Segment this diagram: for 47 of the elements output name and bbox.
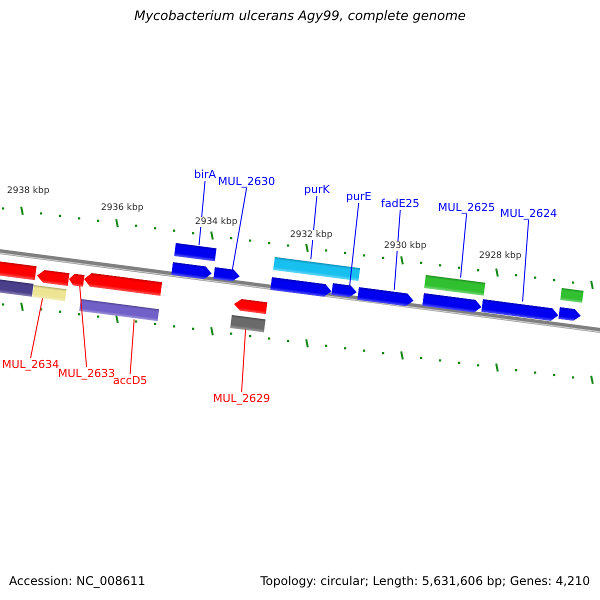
- gene-block: [233, 298, 268, 314]
- leader-line: [349, 202, 360, 286]
- gene-label: MUL_2634: [2, 358, 60, 371]
- gene-bar: [32, 285, 66, 302]
- gene-label: purE: [346, 190, 372, 203]
- gene-bar: [230, 314, 266, 332]
- gene-label: purK: [304, 183, 330, 196]
- gene-label: MUL_2630: [218, 175, 276, 188]
- gene-bar: [560, 288, 584, 303]
- leader-line: [198, 180, 206, 246]
- leader-line: [241, 328, 246, 392]
- genome-stats-text: Topology: circular; Length: 5,631,606 bp; Genes: 4,210: [260, 574, 590, 588]
- scale-label: 2936 kbp: [101, 203, 144, 213]
- gene-bar: [0, 278, 34, 296]
- gene-label: MUL_2633: [58, 367, 116, 380]
- gene-bar: [0, 261, 37, 280]
- gene-block: [68, 273, 85, 287]
- gene-label: MUL_2625: [438, 201, 496, 214]
- gene-block: [213, 267, 241, 282]
- gene-label: birA: [194, 168, 216, 181]
- leader-line: [130, 318, 135, 374]
- gene-label: fadE25: [381, 197, 420, 210]
- leader-line: [460, 214, 468, 278]
- scale-label: 2934 kbp: [195, 217, 238, 227]
- gene-label: accD5: [113, 374, 148, 387]
- gene-bar: [273, 256, 360, 281]
- gene-bar: [174, 242, 216, 261]
- gene-bar: [424, 274, 486, 296]
- title: Mycobacterium ulcerans Agy99, complete genome: [133, 9, 467, 24]
- scale-label: 2938 kbp: [7, 186, 50, 196]
- gene-label: MUL_2624: [500, 207, 558, 220]
- leader-line: [394, 210, 401, 290]
- leader-line: [232, 188, 248, 270]
- scale-label: 2932 kbp: [290, 230, 332, 240]
- gene-block: [83, 272, 162, 296]
- leader-line: [79, 285, 88, 368]
- scale-label: 2928 kbp: [479, 251, 522, 261]
- gene-block: [558, 307, 582, 322]
- accession-text: Accession: NC_008611: [9, 574, 146, 588]
- gene-label: MUL_2629: [213, 392, 270, 405]
- leader-line: [30, 298, 43, 358]
- gene-block: [171, 262, 212, 280]
- gene-block: [36, 268, 70, 286]
- gene-block: [270, 276, 332, 298]
- leader-line: [310, 196, 318, 260]
- leader-line: [522, 220, 530, 302]
- scale-label: 2930 kbp: [384, 241, 426, 251]
